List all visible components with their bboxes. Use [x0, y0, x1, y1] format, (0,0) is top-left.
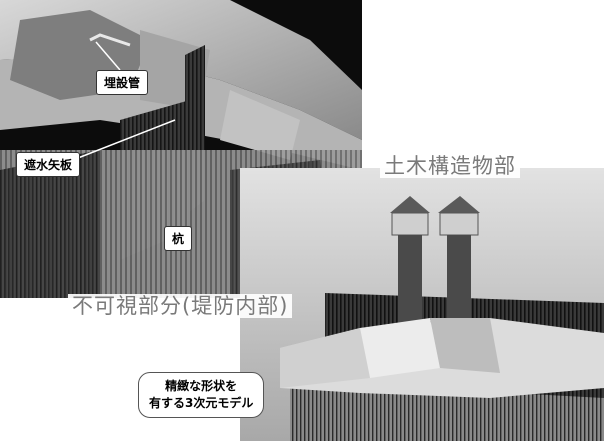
caption-civil-structure-text: 土木構造物部 [380, 154, 520, 178]
invisible-part-render [0, 0, 362, 298]
interior-3d-model [0, 0, 362, 298]
label-cutoff-sheet-pile: 遮水矢板 [16, 152, 81, 177]
civil-structure-render [240, 168, 604, 441]
tower-left [390, 196, 430, 330]
description-callout: 精緻な形状を 有する3次元モデル [138, 372, 265, 418]
caption-civil-structure: 土木構造物部 [380, 150, 520, 180]
caption-invisible-part-text: 不可視部分(堤防内部) [68, 294, 293, 318]
label-buried-pipe: 埋設管 [96, 70, 149, 95]
description-line-2: 有する3次元モデル [149, 396, 254, 410]
description-line-1: 精緻な形状を [165, 379, 238, 393]
label-pile: 杭 [164, 226, 193, 251]
tower-right [438, 196, 480, 330]
caption-invisible-part: 不可視部分(堤防内部) [68, 290, 293, 320]
gate-3d-model [240, 168, 604, 441]
